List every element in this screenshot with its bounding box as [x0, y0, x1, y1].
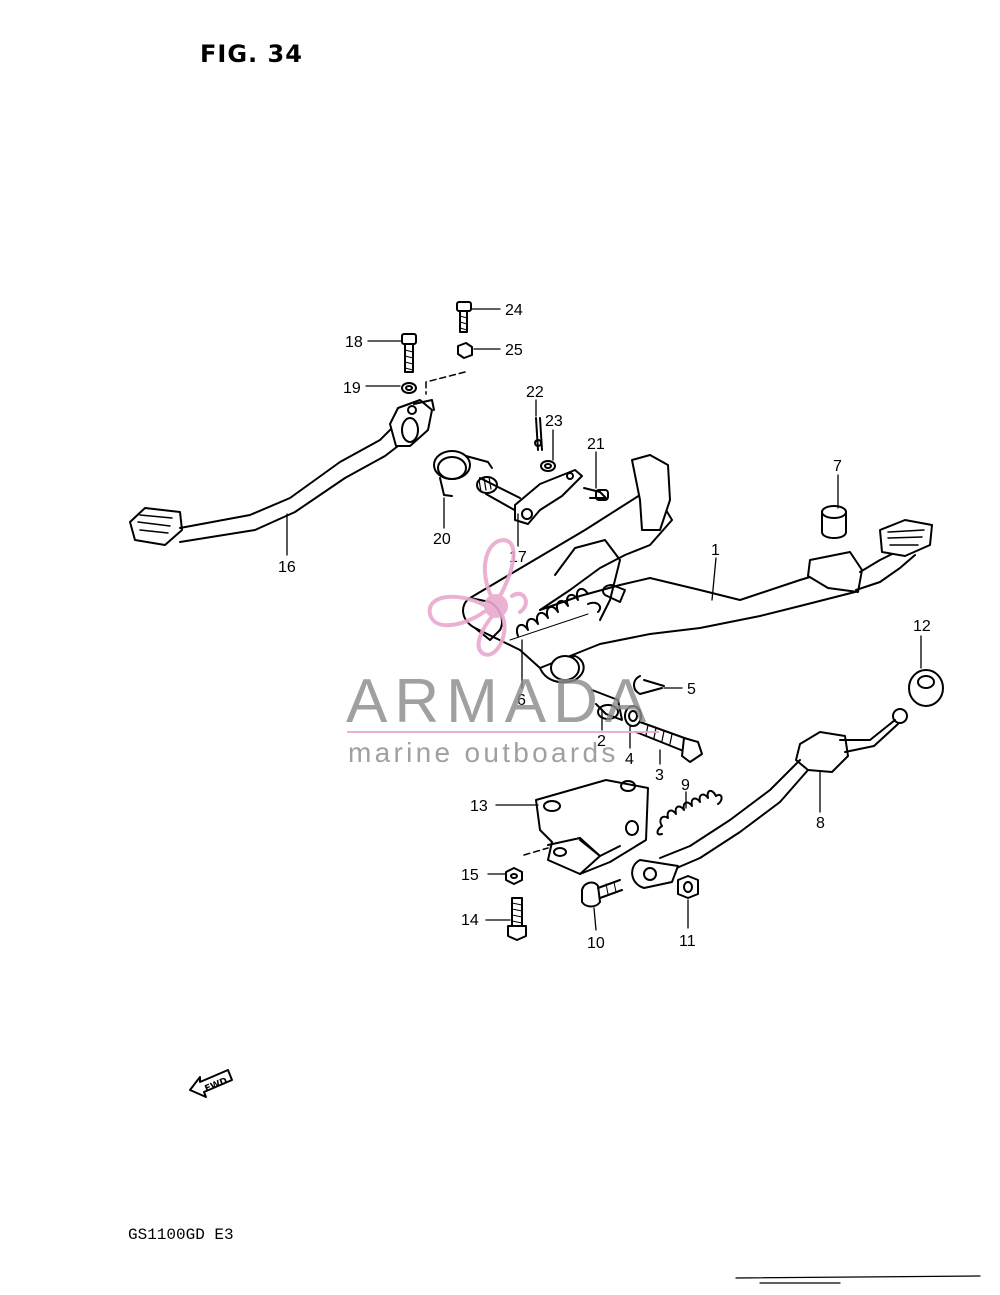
callout-15: 15: [461, 867, 479, 884]
bolt-21-part: [583, 487, 609, 501]
border-marks: [735, 1275, 981, 1284]
rubber-stopper-7-part: [821, 505, 847, 539]
callout-5: 5: [687, 681, 696, 698]
side-stand-8-part: [631, 708, 908, 889]
callout-13: 13: [470, 798, 488, 815]
callout-22: 22: [526, 384, 544, 401]
callout-numbers: 1 2 3 4 5 6 7 8 9 10 11 12 13 14 15 16 1…: [278, 302, 931, 952]
rubber-stopper-12-part: [908, 669, 944, 707]
washer-23-part: [540, 460, 556, 472]
model-code: GS1100GD E3: [128, 1226, 234, 1244]
spring-6-part: [509, 587, 602, 641]
callout-18: 18: [345, 334, 363, 351]
callout-14: 14: [461, 912, 479, 929]
split-pin-22-part: [534, 417, 543, 451]
nut-25-part: [457, 342, 473, 359]
callout-24: 24: [505, 302, 523, 319]
clip-5-part: [633, 675, 665, 695]
bolt-24-part: [456, 301, 472, 333]
callout-16: 16: [278, 559, 296, 576]
callout-19: 19: [343, 380, 361, 397]
leader-lines: [286, 308, 922, 931]
callout-20: 20: [433, 531, 451, 548]
callout-21: 21: [587, 436, 605, 453]
fwd-direction-arrow: FWD: [189, 1069, 233, 1098]
callout-12: 12: [913, 618, 931, 635]
callout-6: 6: [517, 692, 526, 709]
bracket-13-part: [535, 779, 649, 875]
callout-25: 25: [505, 342, 523, 359]
watermark-logo-icon: [427, 538, 528, 657]
callout-23: 23: [545, 413, 563, 430]
spring-9-part: [656, 790, 723, 836]
callout-9: 9: [681, 777, 690, 794]
callout-7: 7: [833, 458, 842, 475]
callout-8: 8: [816, 815, 825, 832]
washer-15-part: [505, 867, 523, 885]
bolt-14-part: [507, 897, 527, 941]
figure-title: FIG. 34: [200, 40, 303, 68]
callout-2: 2: [597, 733, 606, 750]
lever-shaft-17-part: [476, 469, 583, 525]
center-stand-1-part: [462, 454, 933, 684]
bolt-3-part: [635, 721, 703, 763]
return-spring-20-part: [433, 450, 493, 497]
callout-11: 11: [679, 933, 696, 950]
pin-2-part: [591, 689, 623, 721]
watermark-brand: ARMADA: [346, 667, 654, 736]
callout-4: 4: [625, 751, 634, 768]
callout-10: 10: [587, 935, 605, 952]
brake-pedal-part: [129, 399, 435, 546]
washer-4-part: [624, 705, 642, 727]
washer-19-part: [401, 382, 417, 394]
callout-3: 3: [655, 767, 664, 784]
nut-11-part: [677, 875, 699, 899]
bolt-18-part: [401, 333, 417, 373]
watermark-tagline: marine outboards: [348, 737, 619, 768]
bolt-10-part: [581, 879, 623, 908]
watermark-rule: [347, 731, 659, 733]
callout-1: 1: [711, 542, 720, 559]
